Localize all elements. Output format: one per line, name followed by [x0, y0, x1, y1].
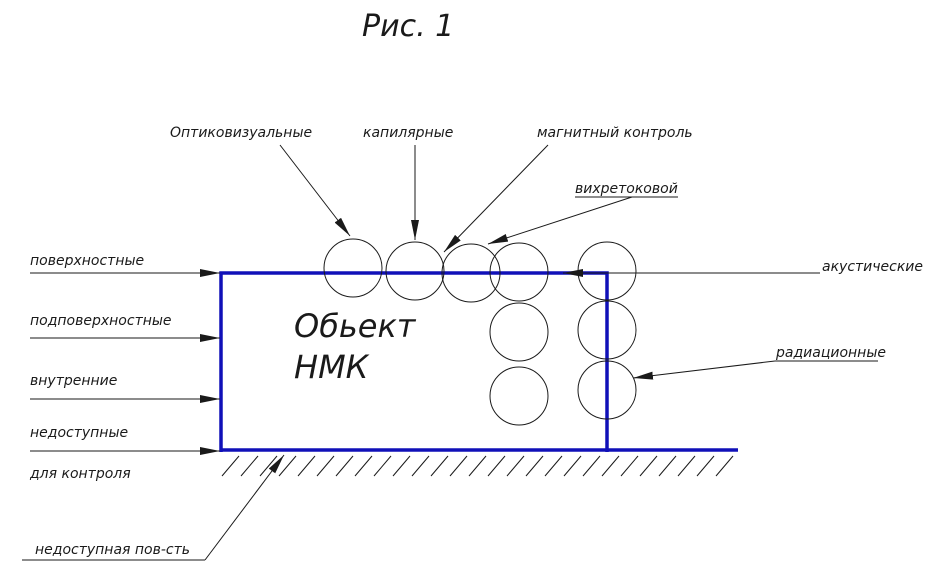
hatch-line — [506, 455, 525, 477]
hatch-line — [335, 455, 354, 477]
hatch-line — [677, 455, 696, 477]
leader-inaccessible-surface — [204, 454, 285, 561]
circle-radiation-2 — [577, 360, 637, 420]
hatch-line — [487, 455, 506, 477]
leader-radiation — [632, 360, 776, 380]
label-opticovisual: Оптиковизуальные — [170, 125, 312, 141]
label-surface: поверхностные — [30, 253, 144, 269]
label-capillary: капилярные — [363, 125, 453, 141]
object-label-line-1: Обьект — [294, 307, 417, 345]
hatch-line — [430, 455, 449, 477]
hatch-line — [658, 455, 677, 477]
hatch-line — [297, 455, 316, 477]
label-eddy: вихретоковой — [575, 181, 678, 197]
hatch-line — [373, 455, 392, 477]
hatch-line — [221, 455, 240, 477]
hatch-line — [411, 455, 430, 477]
circle-eddy — [489, 242, 549, 302]
label-acoustic: акустические — [822, 259, 923, 275]
object-outline — [219, 271, 738, 452]
label-inaccessible-2: для контроля — [29, 466, 131, 482]
circle-opticovisual — [323, 238, 383, 298]
circle-internal-2 — [489, 366, 549, 426]
leader-opticovisual — [279, 144, 351, 237]
circle-radiation-1 — [577, 300, 637, 360]
label-inaccessible-surface: недоступная пов-сть — [35, 542, 190, 558]
hatch-line — [449, 455, 468, 477]
hatch-line — [240, 455, 259, 477]
label-radiation: радиационные — [775, 345, 886, 361]
hatch-line — [582, 455, 601, 477]
circle-internal-1 — [489, 302, 549, 362]
hatch-line — [544, 455, 563, 477]
hatch-line — [639, 455, 658, 477]
hatch-line — [392, 455, 411, 477]
hatch-line — [316, 455, 335, 477]
label-inaccessible-1: недоступные — [30, 425, 128, 441]
hatch-line — [563, 455, 582, 477]
label-magnetic: магнитный контроль — [537, 125, 693, 141]
object-label-line-2: НМК — [294, 348, 370, 386]
leader-magnetic — [443, 144, 549, 253]
hatch-line — [715, 455, 734, 477]
hatch-line — [601, 455, 620, 477]
circle-capillary — [385, 241, 445, 301]
hatch-line — [696, 455, 715, 477]
hatch-line — [620, 455, 639, 477]
hatch-line — [354, 455, 373, 477]
figure-title: Рис. 1 — [362, 9, 454, 44]
hatch-line — [525, 455, 544, 477]
label-subsurface: подповерхностные — [30, 313, 172, 329]
circle-magnetic — [441, 243, 501, 303]
hatch-line — [468, 455, 487, 477]
leader-eddy — [487, 196, 633, 245]
ground-hatching — [221, 455, 734, 477]
label-internal: внутренние — [30, 373, 117, 389]
hatch-line — [259, 455, 278, 477]
